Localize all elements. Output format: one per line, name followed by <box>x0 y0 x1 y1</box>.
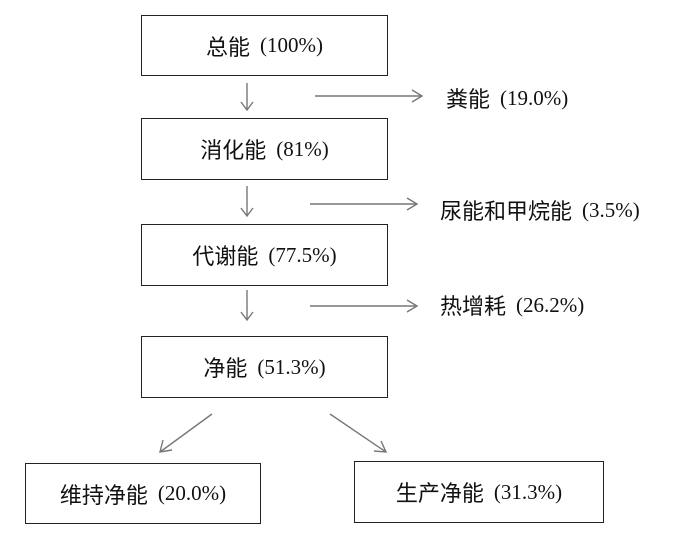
node-production-net-energy: 生产净能 (31.3%) <box>354 461 604 523</box>
loss-heat-increment-value: (26.2%) <box>516 292 585 317</box>
loss-urine-methane-energy: 尿能和甲烷能 (3.5%) <box>440 194 640 226</box>
arrow-net-to-maintenance <box>159 413 213 453</box>
arrow-total-to-digestible <box>240 83 254 112</box>
node-maintenance-net-energy-value: (20.0%) <box>157 481 227 505</box>
node-net-energy-name: 净能 <box>203 357 248 382</box>
loss-fecal-energy: 粪能 (19.0%) <box>446 82 568 114</box>
node-total-energy-value: (100%) <box>260 33 323 57</box>
node-net-energy-value: (51.3%) <box>257 354 326 379</box>
node-production-net-energy-value: (31.3%) <box>493 479 563 504</box>
arrow-metabolizable-to-net <box>240 290 254 322</box>
arrow-net-to-production <box>329 413 388 453</box>
loss-heat-increment: 热增耗 (26.2%) <box>440 289 584 321</box>
node-maintenance-net-energy: 维持净能 (20.0%) <box>25 463 261 524</box>
arrow-to-urine-methane <box>310 197 419 211</box>
node-metabolizable-energy: 代谢能 (77.5%) <box>141 224 388 286</box>
node-production-net-energy-name: 生产净能 <box>395 482 484 507</box>
loss-fecal-energy-value: (19.0%) <box>500 85 569 110</box>
loss-heat-increment-name: 热增耗 <box>440 295 507 320</box>
arrow-to-fecal <box>315 89 424 103</box>
node-digestible-energy-name: 消化能 <box>200 139 267 164</box>
node-total-energy-name: 总能 <box>206 35 251 61</box>
node-metabolizable-energy-name: 代谢能 <box>192 245 259 270</box>
loss-fecal-energy-name: 粪能 <box>446 88 491 113</box>
loss-urine-methane-energy-value: (3.5%) <box>582 197 640 222</box>
node-maintenance-net-energy-name: 维持净能 <box>59 483 148 509</box>
node-total-energy: 总能 (100%) <box>141 15 388 76</box>
loss-urine-methane-energy-name: 尿能和甲烷能 <box>440 200 573 225</box>
node-digestible-energy-value: (81%) <box>276 136 329 161</box>
node-digestible-energy: 消化能 (81%) <box>141 118 388 180</box>
node-metabolizable-energy-value: (77.5%) <box>268 242 337 267</box>
arrow-digestible-to-metabolizable <box>240 186 254 218</box>
node-net-energy: 净能 (51.3%) <box>141 336 388 398</box>
arrow-to-heat-increment <box>310 299 419 313</box>
